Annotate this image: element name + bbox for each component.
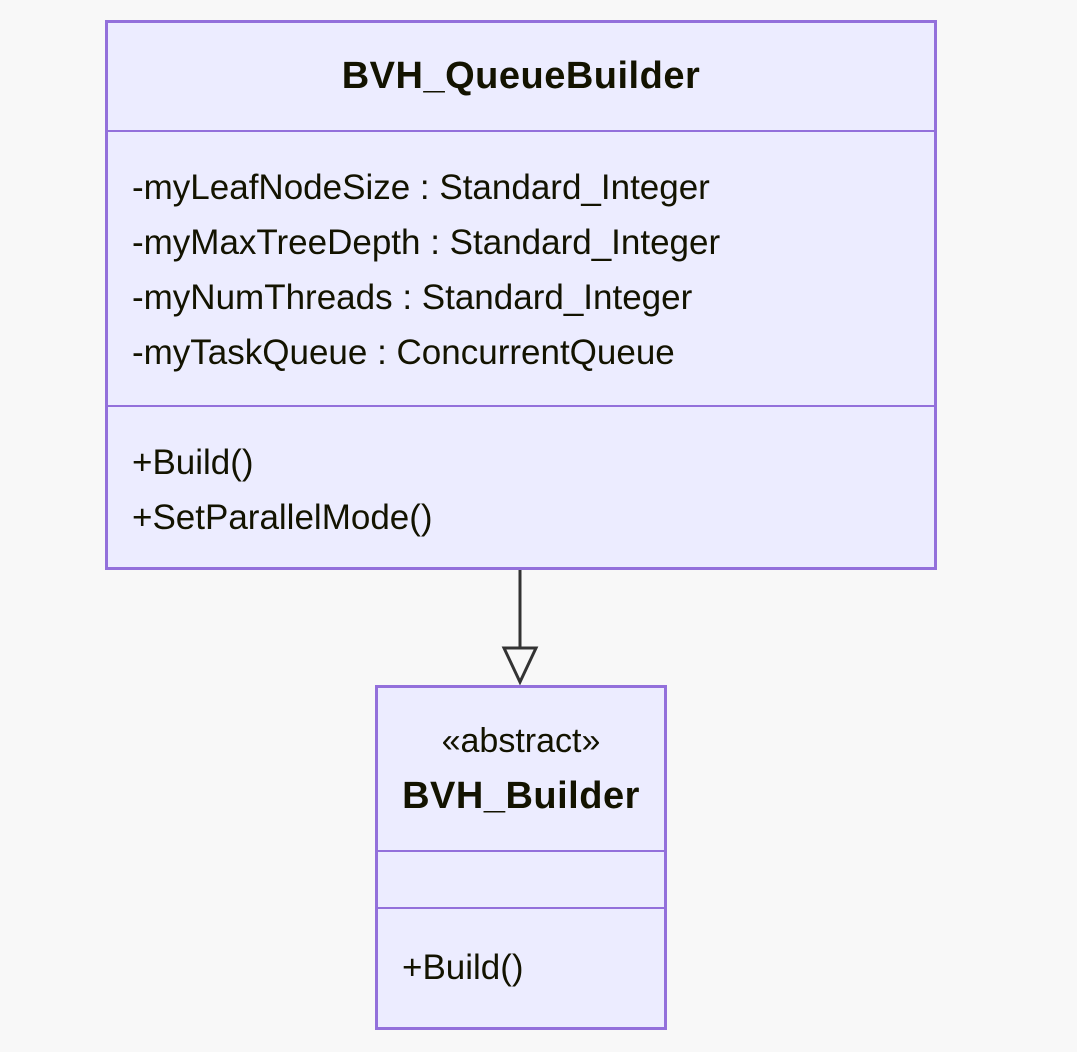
class-header-bvh-queuebuilder: BVH_QueueBuilder <box>108 23 934 130</box>
class-title: BVH_QueueBuilder <box>341 55 701 97</box>
attribute-row: -myNumThreads : Standard_Integer <box>132 278 693 317</box>
class-node-bvh-queuebuilder: BVH_QueueBuilder -myLeafNodeSize : Stand… <box>105 20 937 570</box>
class-title: BVH_Builder <box>402 775 640 817</box>
class-stereotype: «abstract» <box>441 722 601 760</box>
methods-compartment: +Build() +SetParallelMode() <box>108 405 934 567</box>
attributes-compartment: -myLeafNodeSize : Standard_Integer -myMa… <box>108 130 934 405</box>
method-row: +SetParallelMode() <box>132 498 433 537</box>
attribute-row: -myLeafNodeSize : Standard_Integer <box>132 168 710 207</box>
class-node-bvh-builder: «abstract» BVH_Builder +Build() <box>375 685 667 1030</box>
attribute-row: -myMaxTreeDepth : Standard_Integer <box>132 223 721 262</box>
inheritance-arrow <box>501 570 539 685</box>
attributes-compartment-empty <box>378 850 664 907</box>
method-row: +Build() <box>402 947 524 987</box>
method-row: +Build() <box>132 443 254 482</box>
class-header-bvh-builder: «abstract» BVH_Builder <box>378 688 664 850</box>
methods-compartment: +Build() <box>378 907 664 1025</box>
attribute-row: -myTaskQueue : ConcurrentQueue <box>132 333 675 372</box>
hollow-triangle-arrowhead-icon <box>501 646 539 685</box>
